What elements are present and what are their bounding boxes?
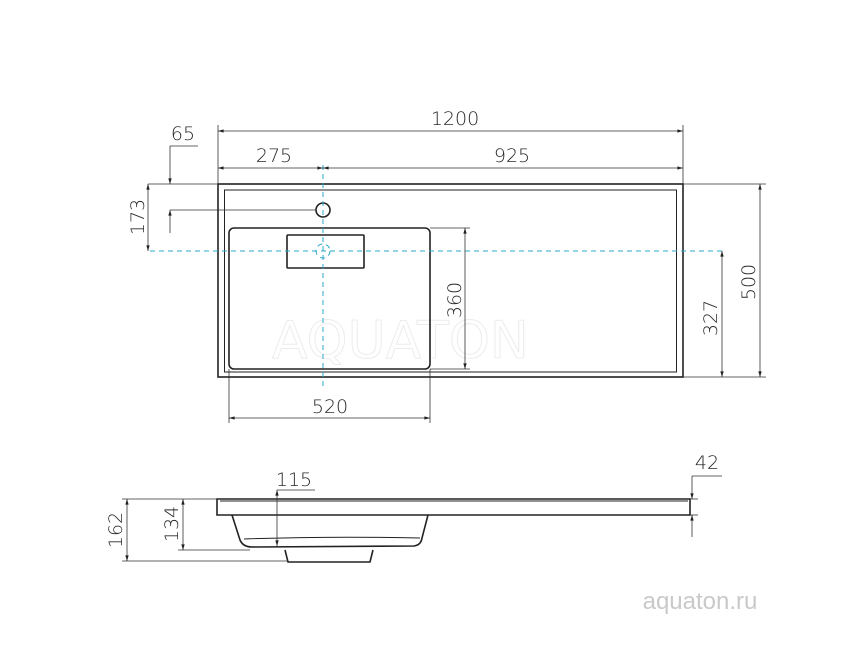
label-1200: 1200 [431,108,479,130]
bowl-side [231,514,429,548]
label-327: 327 [700,300,722,336]
label-134: 134 [161,506,183,542]
website-watermark: aquaton.ru [643,588,758,615]
side-view: 162 134 115 42 [105,452,722,563]
label-115: 115 [276,469,312,491]
label-360: 360 [444,282,466,318]
label-173: 173 [127,199,149,235]
countertop-outline [217,183,684,378]
label-925: 925 [494,145,530,167]
label-500: 500 [738,264,760,300]
label-162: 162 [105,512,127,548]
top-view: 1200 275 925 65 173 360 327 500 520 [127,108,766,423]
label-275: 275 [256,145,292,167]
outlet-side [284,549,374,563]
label-42: 42 [695,452,719,474]
basin-outline [228,227,431,370]
label-520: 520 [312,396,348,418]
countertop-inner-edge [224,189,677,373]
label-65: 65 [171,123,195,145]
aquaton-watermark-logo: AQUATON [272,311,529,371]
